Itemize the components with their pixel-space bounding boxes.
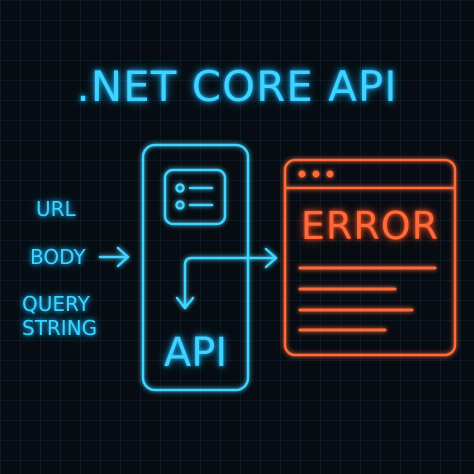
input-label-body: BODY [30, 245, 86, 269]
form-icon [163, 168, 227, 226]
window-dot-1 [298, 170, 306, 178]
error-label: ERROR [300, 204, 440, 248]
api-label: API [163, 330, 228, 376]
error-window [283, 158, 457, 357]
input-arrow [98, 246, 130, 268]
page-title: .NET CORE API [76, 62, 398, 111]
window-dot-3 [326, 170, 334, 178]
error-text-lines [298, 266, 437, 332]
input-label-url: URL [36, 197, 76, 221]
window-dot-2 [312, 170, 320, 178]
api-box [141, 143, 250, 392]
input-label-query-string: QUERY STRING [22, 292, 98, 340]
routing-arrows [175, 247, 278, 310]
